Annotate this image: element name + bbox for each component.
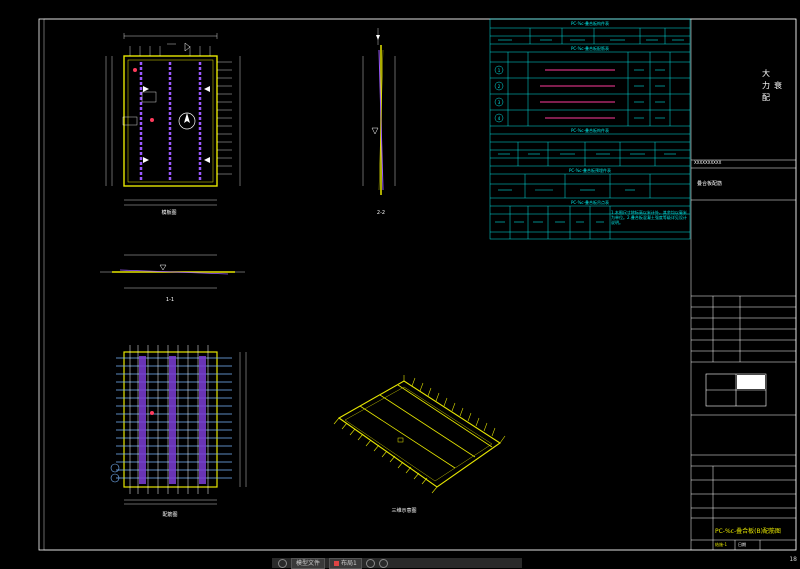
inner-frame (43, 18, 797, 551)
bottom-mid-label: 日期 (738, 542, 746, 547)
rebar-id-3: 3 (498, 100, 501, 105)
section-2-2-label: 2-2 (377, 210, 385, 216)
title-block (690, 19, 796, 550)
title-vertical-1: 大 (762, 69, 770, 78)
rebar-view (110, 345, 247, 505)
table-notes: 1.本图尺寸除标高以米计外，其余均以毫米为单位。2.叠合板混凝土强度等级详见设计… (611, 210, 687, 225)
settings-icon[interactable] (378, 558, 388, 568)
table3-title: PC-%c-叠合板构件表 (571, 127, 609, 133)
table1-title: PC-%c-叠合板构件表 (571, 20, 609, 26)
table5-title: PC-%c-叠合板吊点表 (571, 199, 609, 205)
section-1-1 (100, 254, 245, 289)
table-rebar-samples (540, 69, 615, 119)
title-vertical-4: 配 (762, 93, 770, 102)
section-2-2 (362, 28, 396, 195)
rebar-id-2: 2 (498, 84, 501, 89)
add-tab-icon[interactable] (365, 558, 375, 568)
drawing-name: PC-%c-叠合板(B)配筋图 (715, 528, 781, 535)
bottom-left-code: 结施-1 (715, 542, 727, 547)
project-line: XXXXXXXXXX (694, 160, 722, 165)
rebar-id-1: 1 (498, 68, 501, 73)
rebar-tag-icon (110, 463, 120, 473)
table-cell-marks (495, 39, 684, 223)
table2-title: PC-%c-叠合板配筋表 (571, 45, 609, 51)
sheet-desc: 叠合板配筋 (697, 181, 723, 187)
rebar-id-circles (494, 65, 504, 123)
title-vertical-2: 力 (762, 81, 770, 90)
tab-layout1[interactable]: 布局1 (329, 557, 362, 569)
tab-model[interactable]: 模型文件 (291, 557, 326, 569)
plan-view (105, 33, 241, 206)
table4-title: PC-%c-叠合板预埋件表 (569, 167, 611, 173)
rebar-view-label: 配筋图 (162, 511, 177, 518)
section-1-1-label: 1-1 (166, 297, 174, 303)
table-group (489, 18, 691, 240)
legend-box (705, 373, 767, 407)
title-vertical-3: 衰 (774, 81, 782, 90)
navigate-icon[interactable] (278, 558, 287, 568)
iso-view-label: 三维示意图 (391, 507, 416, 514)
isometric-view (333, 375, 506, 494)
layout-icon (334, 560, 340, 566)
layout-tab-bar: 模型文件 布局1 (272, 557, 522, 569)
page-number: 18 (789, 556, 797, 563)
plan-view-label: 模板图 (161, 209, 176, 216)
rebar-id-4: 4 (498, 116, 501, 121)
